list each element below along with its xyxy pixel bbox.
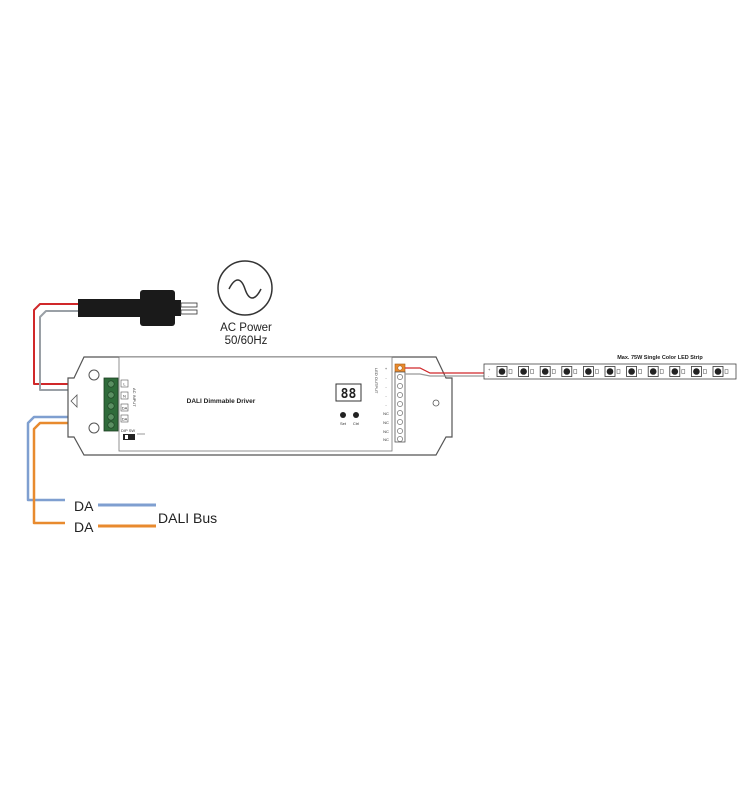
dali-wires: [26, 415, 156, 528]
led-resistor: [638, 369, 642, 374]
led-lens: [671, 368, 679, 375]
led-strip-label: Max. 75W Single Color LED Strip: [617, 355, 703, 361]
ac-power-label: AC Power: [220, 322, 272, 334]
set-button-label: Set: [340, 421, 347, 426]
led-lens: [628, 368, 635, 375]
led-resistor: [703, 369, 707, 374]
dali-bus-label: DALI Bus: [158, 510, 217, 526]
ac-plug: [78, 290, 198, 326]
output-terminal-6: NC: [383, 411, 389, 416]
led-resistor: [595, 369, 599, 374]
led-resistor: [551, 369, 556, 374]
led-strip: + -: [483, 363, 737, 380]
output-terminal-9: NC: [383, 437, 389, 442]
led-lens: [541, 368, 549, 375]
output-header: LED OUTPUT: [374, 368, 379, 394]
ctrl-button[interactable]: [353, 412, 359, 418]
strip-plus-mark: +: [488, 367, 491, 372]
led-lens: [606, 368, 614, 375]
input-terminal-l: L: [123, 382, 126, 387]
input-terminal-labels: L N DA DA AC INPUT: [120, 379, 137, 423]
led-resistor: [508, 369, 513, 374]
output-terminal-2: -: [385, 375, 387, 380]
input-terminal-da-2: DA: [122, 417, 128, 422]
led-resistor: [681, 369, 686, 374]
driver-title: DALI Dimmable Driver: [187, 398, 256, 405]
input-terminal-block: [103, 377, 119, 432]
display-digits: 88: [341, 387, 357, 402]
output-terminal-3: -: [385, 384, 387, 389]
led-lens: [693, 368, 700, 375]
ac-sine-icon: [217, 260, 273, 316]
output-terminal-block: [394, 363, 406, 443]
led-lens: [520, 368, 527, 375]
dali-bus-da-label-2: DA: [74, 519, 94, 535]
led-lens: [498, 368, 506, 375]
input-header: AC INPUT: [132, 388, 137, 407]
led-resistor: [530, 369, 534, 374]
output-terminal-8: NC: [383, 429, 389, 434]
led-resistor: [616, 369, 621, 374]
led-resistor: [573, 369, 578, 374]
output-terminal-4: -: [385, 393, 387, 398]
led-lens: [714, 368, 722, 375]
led-lens: [649, 368, 657, 375]
input-terminal-n: N: [123, 394, 126, 399]
led-lens: [585, 368, 592, 375]
ac-frequency-label: 50/60Hz: [225, 335, 268, 347]
output-terminal-1: +: [385, 366, 388, 371]
driver-housing: [67, 356, 453, 456]
ctrl-button-label: Ctrl: [353, 421, 359, 426]
dali-bus-da-label-1: DA: [74, 498, 94, 514]
set-button[interactable]: [340, 412, 346, 418]
seven-segment-display: 88: [335, 383, 362, 402]
led-resistor: [659, 369, 664, 374]
led-output-wires: [405, 367, 484, 377]
led-lens: [563, 368, 571, 375]
strip-minus-mark: -: [488, 373, 490, 378]
output-terminal-5: -: [385, 402, 387, 407]
dip-switch[interactable]: [123, 433, 145, 440]
dip-switch-label: DIP SW: [121, 428, 135, 433]
input-terminal-da-1: DA: [122, 406, 128, 411]
led-resistor: [724, 369, 729, 374]
output-terminal-7: NC: [383, 420, 389, 425]
output-terminal-labels: + - - - - NC NC NC NC LED OUTPUT: [374, 366, 389, 442]
